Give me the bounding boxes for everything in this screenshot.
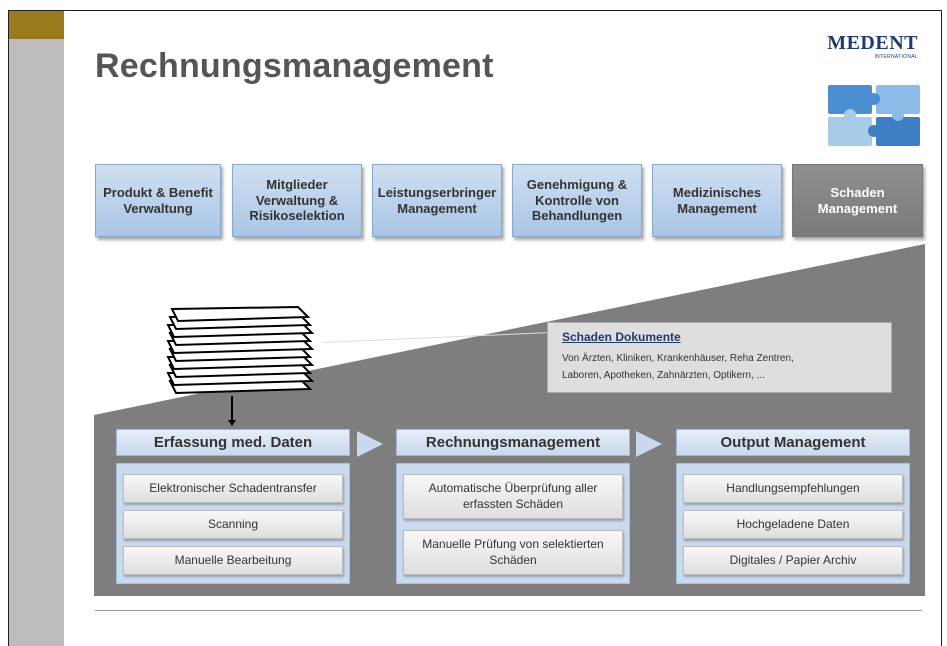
item-manuelle-pruefung[interactable]: Manuelle Prüfung von selektierten Schäde…: [403, 530, 623, 575]
tab-produkt-benefit[interactable]: Produkt & Benefit Verwaltung: [95, 164, 221, 237]
item-elektronischer-schadentransfer[interactable]: Elektronischer Schadentransfer: [123, 474, 343, 503]
chevron-right-icon: [636, 431, 662, 457]
column-erfassung: Elektronischer Schadentransfer Scanning …: [116, 463, 350, 584]
arrow-down-line: [231, 396, 233, 420]
footer-divider: [95, 610, 922, 611]
item-manuelle-bearbeitung[interactable]: Manuelle Bearbeitung: [123, 546, 343, 575]
accent-block: [9, 11, 64, 39]
tab-genehmigung[interactable]: Genehmigung & Kontrolle von Behandlungen: [512, 164, 642, 237]
logo-name: MEDENT: [827, 32, 918, 54]
item-digitales-papier-archiv[interactable]: Digitales / Papier Archiv: [683, 546, 903, 575]
tab-leistungserbringer[interactable]: Leistungserbringer Management: [372, 164, 502, 237]
column-rechnungsmanagement: Automatische Überprüfung aller erfassten…: [396, 463, 630, 584]
column-header-output: Output Management: [676, 429, 910, 456]
tab-medizinisches[interactable]: Medizinisches Management: [652, 164, 782, 237]
arrow-down-icon: [228, 420, 236, 426]
side-bar: [9, 39, 64, 646]
tab-schaden-management[interactable]: Schaden Management: [792, 164, 923, 237]
page-title: Rechnungsmanagement: [95, 47, 494, 85]
schaden-dokumente-callout: Schaden Dokumente Von Ärzten, Kliniken, …: [547, 322, 892, 393]
callout-text-line2: Laboren, Apotheken, Zahnärzten, Optikern…: [562, 370, 765, 381]
column-output: Handlungsempfehlungen Hochgeladene Daten…: [676, 463, 910, 584]
column-header-rechnungsmanagement: Rechnungsmanagement: [396, 429, 630, 456]
column-header-erfassung: Erfassung med. Daten: [116, 429, 350, 456]
callout-text-line1: Von Ärzten, Kliniken, Krankenhäuser, Reh…: [562, 353, 794, 364]
puzzle-icon: [828, 85, 920, 146]
company-logo: MEDENT INTERNATIONAL: [818, 32, 918, 60]
item-hochgeladene-daten[interactable]: Hochgeladene Daten: [683, 510, 903, 539]
callout-title: Schaden Dokumente: [562, 330, 681, 344]
item-scanning[interactable]: Scanning: [123, 510, 343, 539]
item-automatische-ueberpruefung[interactable]: Automatische Überprüfung aller erfassten…: [403, 474, 623, 519]
logo-tagline: INTERNATIONAL: [874, 54, 918, 60]
item-handlungsempfehlungen[interactable]: Handlungsempfehlungen: [683, 474, 903, 503]
chevron-right-icon: [357, 431, 383, 457]
document-stack-icon: [166, 305, 315, 395]
tab-mitglieder[interactable]: Mitglieder Verwaltung & Risikoselektion: [232, 164, 362, 237]
